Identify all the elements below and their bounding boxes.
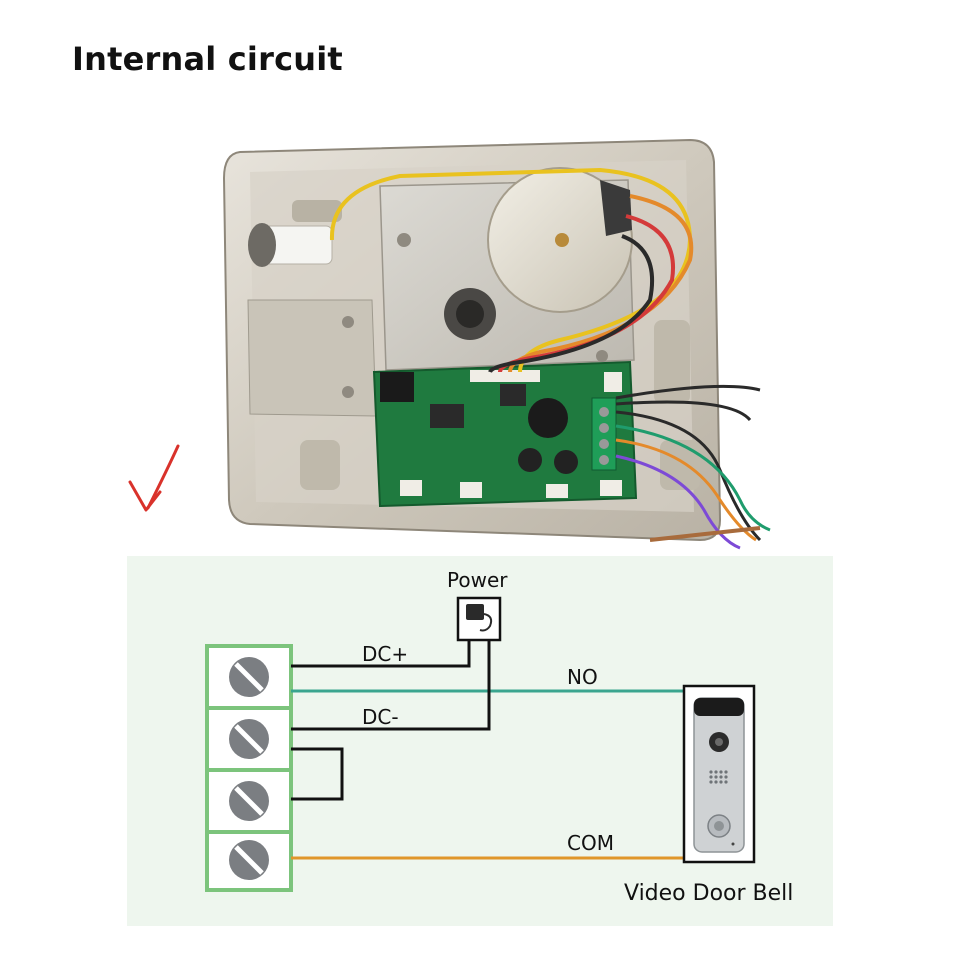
dc-minus-label: DC- <box>362 705 399 729</box>
page-title: Internal circuit <box>72 40 343 78</box>
dc-plus-label: DC+ <box>362 642 409 666</box>
terminal-block <box>205 644 293 892</box>
com-label: COM <box>567 831 614 855</box>
screw-icon <box>229 781 269 821</box>
screw-icon <box>229 657 269 697</box>
no-label: NO <box>567 665 598 689</box>
power-adapter-icon <box>456 596 502 642</box>
wire-dc-minus <box>291 640 491 731</box>
video-door-bell-icon <box>682 684 756 864</box>
video-door-bell-label: Video Door Bell <box>624 881 794 906</box>
wire-jumper <box>291 747 344 801</box>
screw-icon <box>229 719 269 759</box>
screw-icon <box>229 840 269 880</box>
wire-dc-plus <box>291 640 471 668</box>
power-label: Power <box>447 568 508 592</box>
